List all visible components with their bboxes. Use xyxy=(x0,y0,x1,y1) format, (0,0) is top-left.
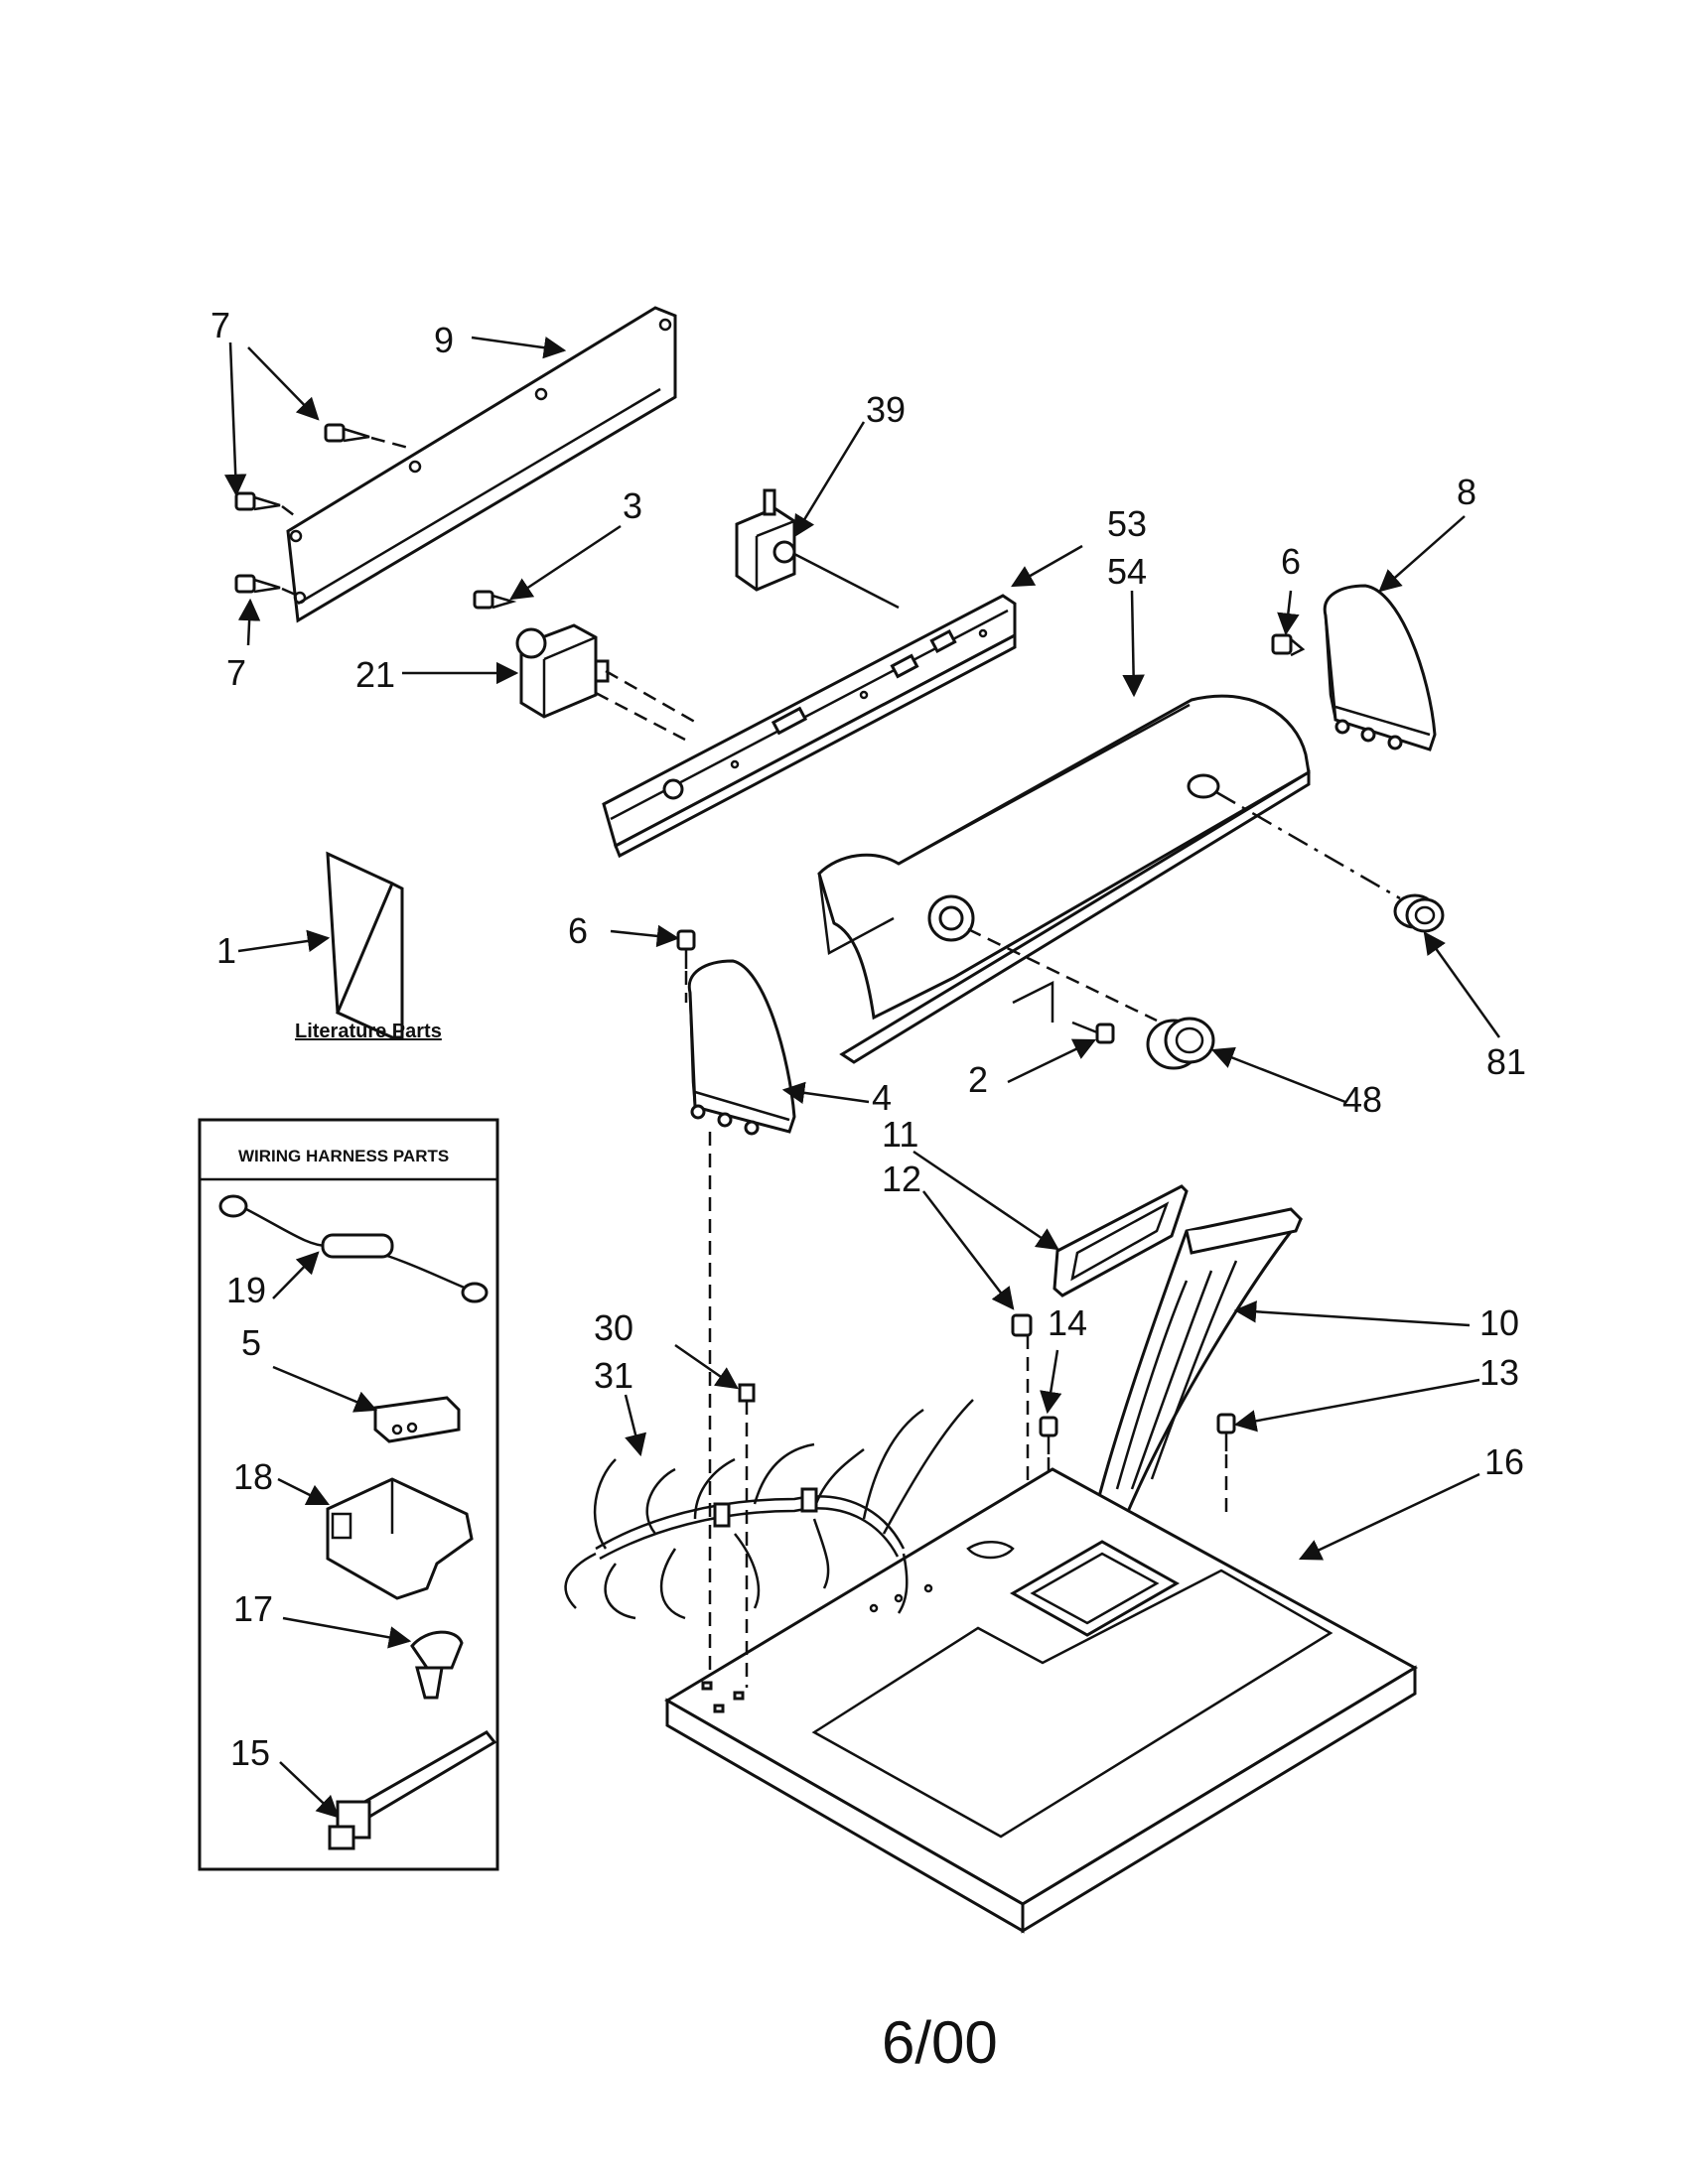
part-21-switch xyxy=(515,623,701,742)
callout-7: 7 xyxy=(226,652,246,693)
part-54-console xyxy=(817,694,1401,1064)
part-6-screw-right xyxy=(1271,633,1306,657)
callout-15: 15 xyxy=(230,1732,270,1773)
part-10-lint-filter xyxy=(1095,1207,1304,1516)
part-18-terminal-block xyxy=(326,1477,474,1600)
part-81-knob xyxy=(1393,893,1445,933)
callout-81: 81 xyxy=(1486,1041,1526,1082)
callout-7: 7 xyxy=(210,305,230,345)
callout-19: 19 xyxy=(226,1270,266,1310)
callout-8: 8 xyxy=(1457,472,1476,512)
part-19-harness-lead xyxy=(218,1194,489,1303)
callout-6: 6 xyxy=(1281,541,1301,582)
callout-9: 9 xyxy=(434,320,454,360)
callout-2: 2 xyxy=(968,1059,988,1100)
part-1-literature xyxy=(326,851,404,1040)
part-12-clip xyxy=(1011,1313,1033,1569)
part-30-clip xyxy=(738,1383,756,1688)
callout-14: 14 xyxy=(1048,1302,1087,1343)
callout-18: 18 xyxy=(233,1456,273,1497)
part-31-wiring-harness xyxy=(564,1399,974,1620)
part-5-connector xyxy=(373,1396,461,1443)
part-3-screw xyxy=(473,590,517,610)
part-48-knob xyxy=(1146,1017,1215,1070)
part-13-screw xyxy=(1216,1413,1236,1514)
wiring-box-title: WIRING HARNESS PARTS xyxy=(238,1147,449,1165)
part-2-screw xyxy=(1071,1021,1115,1044)
callout-11: 11 xyxy=(882,1114,918,1155)
part-17-clip xyxy=(410,1630,464,1700)
part-53-control-bracket xyxy=(602,594,1017,859)
callout-54: 54 xyxy=(1107,551,1147,592)
callout-13: 13 xyxy=(1479,1352,1519,1393)
part-7-screw-low xyxy=(234,574,299,598)
callout-48: 48 xyxy=(1342,1079,1382,1120)
literature-parts-label: Literature Parts xyxy=(295,1021,442,1042)
callout-10: 10 xyxy=(1479,1302,1519,1343)
part-16-top-panel xyxy=(664,1467,1419,1934)
callout-39: 39 xyxy=(866,389,906,430)
callout-53: 53 xyxy=(1107,503,1147,544)
part-11-cover xyxy=(1052,1184,1189,1297)
part-6-screw-left xyxy=(676,929,696,1003)
part-15-cable-tie xyxy=(328,1730,497,1850)
callout-12: 12 xyxy=(882,1159,921,1199)
part-4-end-cap-left xyxy=(687,959,796,1678)
callout-21: 21 xyxy=(355,654,395,695)
part-9-rear-panel xyxy=(286,306,677,623)
part-39-timer xyxy=(735,488,900,610)
part-8-end-cap-right xyxy=(1323,584,1437,751)
callout-6: 6 xyxy=(568,910,588,951)
part-7-screw-top xyxy=(324,423,413,451)
part-7-screw-mid xyxy=(234,491,299,519)
callout-17: 17 xyxy=(233,1588,273,1629)
date-code: 6/00 xyxy=(882,2009,998,2076)
callout-labels: 7 9 39 3 53 54 8 6 7 21 1 6 81 2 48 4 11… xyxy=(210,305,1526,1773)
callout-5: 5 xyxy=(241,1322,261,1363)
callout-4: 4 xyxy=(872,1077,892,1118)
callout-1: 1 xyxy=(216,930,236,971)
callout-16: 16 xyxy=(1484,1441,1524,1482)
callout-30: 30 xyxy=(594,1307,633,1348)
callout-3: 3 xyxy=(623,485,642,526)
callout-31: 31 xyxy=(594,1355,633,1396)
leader-lines xyxy=(223,336,1501,1819)
